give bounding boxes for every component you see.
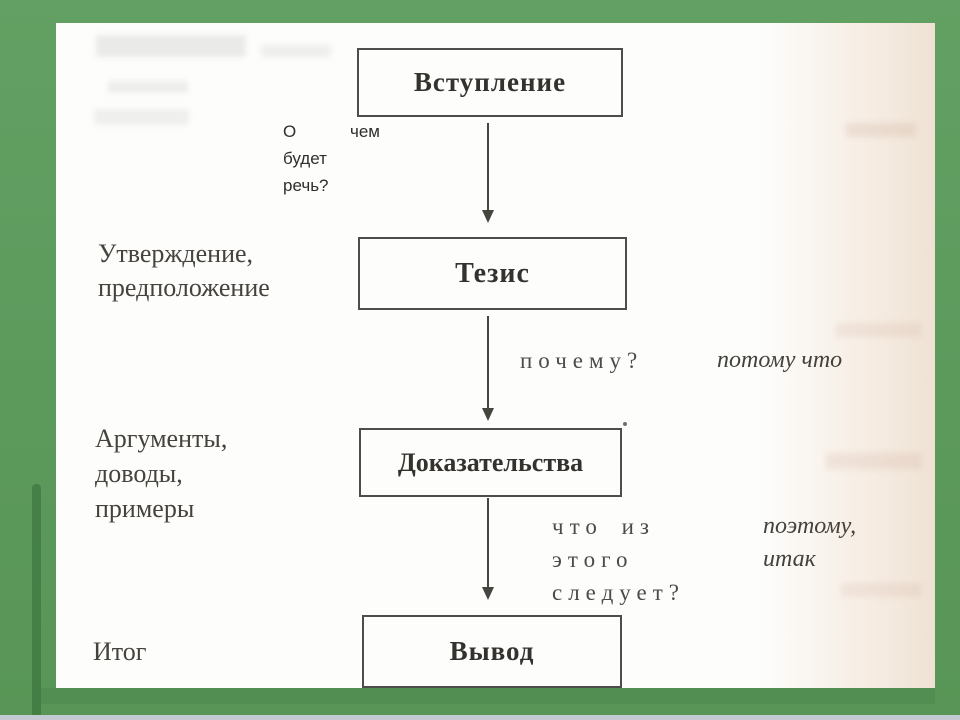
scan-smudge xyxy=(836,323,921,337)
flow-box-conclusion: Вывод xyxy=(362,615,622,688)
question-what-follows: что из этого следует? xyxy=(552,510,685,609)
scan-smudge xyxy=(94,109,189,125)
overlay-note-line: будет xyxy=(283,149,327,168)
overlay-note-line: речь? xyxy=(283,176,329,195)
side-label-proof-line: Аргументы, xyxy=(95,424,228,453)
slide-bottom-edge xyxy=(0,715,960,720)
question-why: почему? xyxy=(520,348,644,373)
connector-because: потому что xyxy=(717,347,843,373)
flow-box-conclusion-label: Вывод xyxy=(449,636,535,666)
scan-speck xyxy=(623,422,627,426)
question-what-follows-line: этого xyxy=(552,547,634,572)
paper-shadow-left xyxy=(32,484,41,720)
connector-therefore-line: поэтому, xyxy=(763,513,857,539)
overlay-note-word: чем xyxy=(350,122,380,141)
flow-box-thesis: Тезис xyxy=(358,237,627,310)
scan-smudge xyxy=(261,45,331,57)
arrow-intro-to-thesis xyxy=(487,123,489,211)
flow-box-proof: Доказательства xyxy=(359,428,622,497)
side-label-thesis-line: предположение xyxy=(98,273,270,302)
side-label-thesis: Утверждение, предположение xyxy=(98,237,270,305)
flow-box-introduction: Вступление xyxy=(357,48,623,117)
side-label-conclusion-line: Итог xyxy=(93,637,147,666)
arrow-down-icon xyxy=(482,210,494,223)
question-what-follows-line: что из xyxy=(552,514,655,539)
scanned-page: Вступление Тезис Доказательства Вывод Ут… xyxy=(56,23,935,688)
flow-box-introduction-label: Вступление xyxy=(413,67,567,97)
side-label-proof-line: примеры xyxy=(95,494,195,523)
side-label-proof: Аргументы, доводы, примеры xyxy=(95,421,227,526)
flow-box-thesis-label: Тезис xyxy=(455,257,530,289)
arrow-thesis-to-proof xyxy=(487,316,489,409)
arrow-proof-to-conclusion xyxy=(487,498,489,588)
connector-therefore: поэтому, итак xyxy=(763,510,856,576)
flow-box-proof-label: Доказательства xyxy=(397,447,584,477)
scan-smudge xyxy=(846,123,916,137)
overlay-note-line: О чем xyxy=(283,118,380,145)
side-label-proof-line: доводы, xyxy=(95,459,183,488)
arrow-down-icon xyxy=(482,587,494,600)
scan-smudge xyxy=(108,81,188,93)
side-label-thesis-line: Утверждение, xyxy=(98,239,254,268)
scan-smudge xyxy=(96,35,246,57)
scan-smudge xyxy=(841,583,921,597)
overlay-note: О чем будет речь? xyxy=(283,118,380,199)
scan-smudge xyxy=(826,453,921,469)
paper-shadow-bottom xyxy=(41,688,935,704)
connector-therefore-line: итак xyxy=(763,546,816,572)
question-what-follows-line: следует? xyxy=(552,580,685,605)
overlay-note-word: О xyxy=(283,122,297,141)
arrow-down-icon xyxy=(482,408,494,421)
side-label-conclusion: Итог xyxy=(93,635,146,669)
